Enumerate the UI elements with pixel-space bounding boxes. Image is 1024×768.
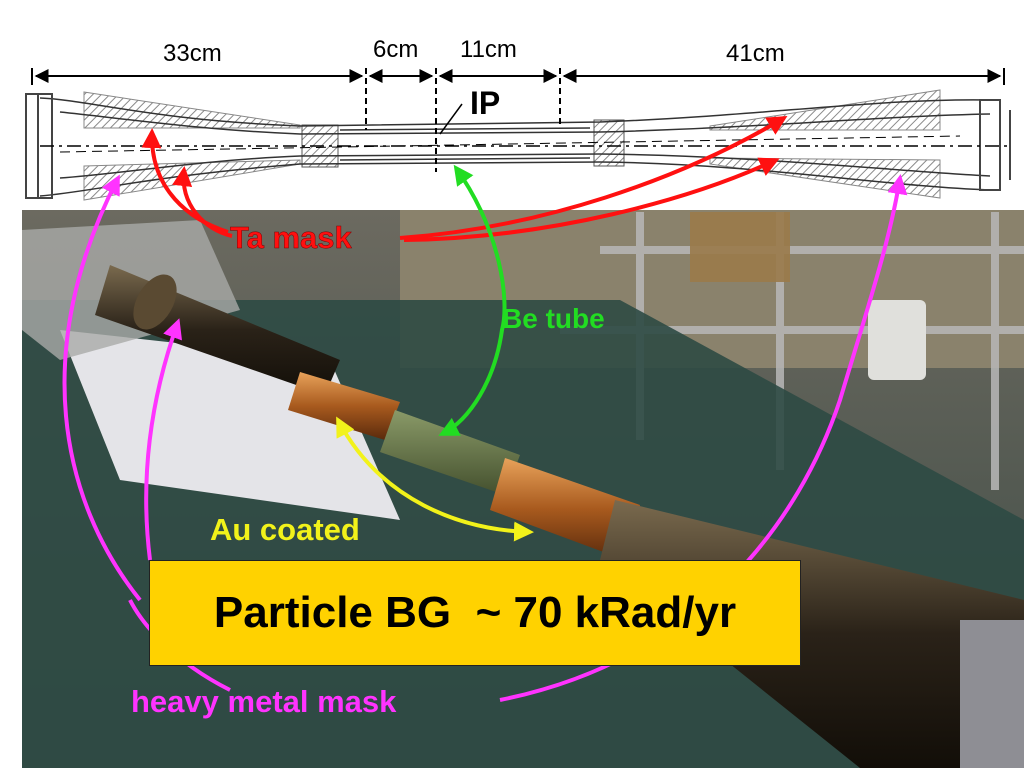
dimension-lines <box>31 68 1005 172</box>
be-tube-arrow <box>438 164 507 436</box>
cross-section-drawing <box>22 76 1024 210</box>
au-coated-label: Au coated <box>210 512 360 547</box>
heavy-metal-mask-label: heavy metal mask <box>131 684 397 719</box>
au-coated-arrow <box>336 416 534 542</box>
dimension-11cm-label: 11cm <box>460 36 517 63</box>
dimension-33cm-label: 33cm <box>163 40 222 67</box>
ta-mask-label: Ta mask <box>230 220 352 256</box>
particle-bg-callout: Particle BG ~ 70 kRad/yr <box>149 560 801 666</box>
ip-label: IP <box>470 85 501 121</box>
dimension-6cm-label: 6cm <box>373 36 419 63</box>
particle-bg-text: Particle BG ~ 70 kRad/yr <box>213 588 737 637</box>
be-tube-label: Be tube <box>502 303 605 334</box>
photo-background <box>22 208 1024 768</box>
dimension-41cm-label: 41cm <box>726 40 785 67</box>
